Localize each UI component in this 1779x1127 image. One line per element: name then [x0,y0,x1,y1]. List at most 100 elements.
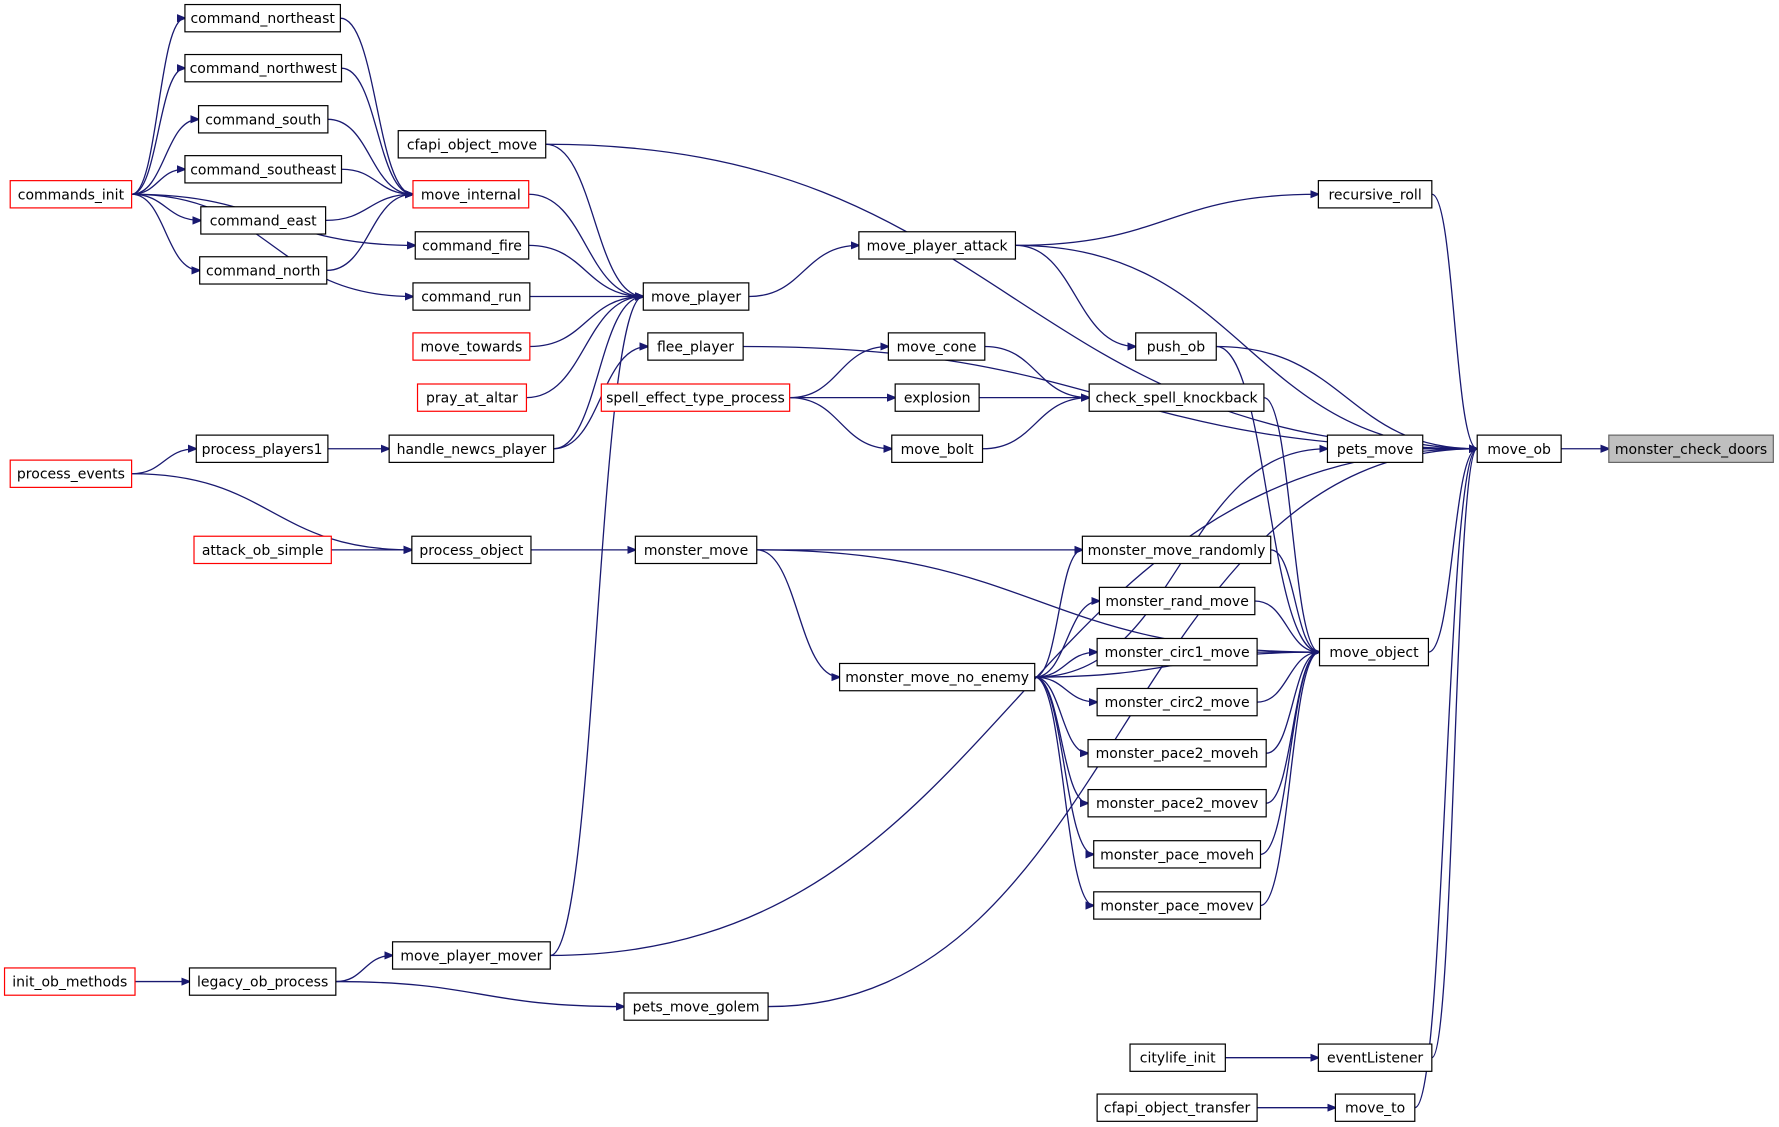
node-init_ob_methods[interactable]: init_ob_methods [3,967,136,996]
node-command_northwest[interactable]: command_northwest [184,53,343,83]
edge-check_spell_knockback-to-move_object [1263,396,1320,652]
node-command_fire[interactable]: command_fire [414,231,530,260]
node-box-command_east [200,206,327,235]
node-box-explosion [894,383,980,412]
node-monster_move_no_enemy[interactable]: monster_move_no_enemy [838,662,1036,692]
node-move_towards[interactable]: move_towards [412,332,531,361]
node-box-command_southeast [184,155,343,184]
node-spell_effect_type_process[interactable]: spell_effect_type_process [600,383,791,412]
node-label-flee_player: flee_player [657,340,734,356]
edge-move_player-to-move_player_attack [748,245,859,298]
node-recursive_roll[interactable]: recursive_roll [1317,180,1433,209]
node-box-monster_circ1_move [1096,637,1258,667]
node-citylife_init[interactable]: citylife_init [1129,1043,1226,1072]
edge-commands_init-to-command_run [131,193,413,296]
node-box-legacy_ob_process [188,967,337,996]
node-monster_circ2_move[interactable]: monster_circ2_move [1096,687,1258,717]
node-label-process_players1: process_players1 [202,442,323,458]
node-box-monster_rand_move [1098,586,1256,616]
node-command_south[interactable]: command_south [197,105,329,134]
node-eventListener[interactable]: eventListener [1317,1043,1433,1072]
node-move_internal[interactable]: move_internal [412,180,530,209]
node-label-command_fire: command_fire [422,238,522,254]
node-box-monster_pace_moveh [1093,840,1262,869]
node-box-move_player [642,282,750,311]
node-pets_move[interactable]: pets_move [1326,434,1424,463]
node-box-check_spell_knockback [1088,383,1265,412]
node-flee_player[interactable]: flee_player [647,332,744,361]
edge-move_internal-to-move_player [528,193,644,296]
node-box-pets_move_golem [623,992,769,1021]
edge-move_bolt-to-check_spell_knockback [982,398,1090,450]
node-push_ob[interactable]: push_ob [1135,332,1217,361]
edge-handle_newcs_player-to-move_player [553,297,644,450]
node-monster_check_doors[interactable]: monster_check_doors [1608,434,1774,463]
node-handle_newcs_player[interactable]: handle_newcs_player [388,434,555,463]
node-monster_move[interactable]: monster_move [634,535,758,565]
node-cfapi_object_transfer[interactable]: cfapi_object_transfer [1096,1093,1258,1122]
node-box-eventListener [1317,1043,1433,1072]
node-process_events[interactable]: process_events [9,459,133,488]
node-label-move_bolt: move_bolt [901,442,974,458]
node-move_cone[interactable]: move_cone [887,332,986,361]
edge-monster_rand_move-to-move_object [1254,600,1320,652]
node-box-push_ob [1135,332,1217,361]
node-monster_move_randomly[interactable]: monster_move_randomly [1081,535,1272,565]
node-command_southeast[interactable]: command_southeast [184,155,343,184]
node-box-spell_effect_type_process [600,383,791,412]
edge-command_northeast-to-move_internal [340,17,413,194]
node-attack_ob_simple[interactable]: attack_ob_simple [193,535,332,565]
edge-command_fire-to-move_player [528,244,644,296]
node-box-process_object [411,535,532,565]
node-cfapi_object_move[interactable]: cfapi_object_move [397,130,547,159]
node-move_player_mover[interactable]: move_player_mover [391,941,551,970]
node-box-move_towards [412,332,531,361]
node-pets_move_golem[interactable]: pets_move_golem [623,992,769,1021]
node-box-flee_player [647,332,744,361]
node-box-monster_move_randomly [1081,535,1272,565]
node-box-attack_ob_simple [193,535,332,565]
edge-cfapi_object_move-to-move_player [545,143,644,296]
edge-command_east-to-move_internal [325,194,413,222]
node-monster_pace_moveh[interactable]: monster_pace_moveh [1093,840,1262,869]
node-pray_at_altar[interactable]: pray_at_altar [416,383,528,412]
node-process_object[interactable]: process_object [411,535,532,565]
node-box-recursive_roll [1317,180,1433,209]
node-label-monster_pace2_movev: monster_pace2_movev [1096,796,1258,812]
edge-commands_init-to-command_southeast [131,169,185,195]
edge-legacy_ob_process-to-pets_move_golem [335,980,624,1007]
node-legacy_ob_process[interactable]: legacy_ob_process [188,967,337,996]
node-command_east[interactable]: command_east [200,206,327,235]
edge-monster_move_no_enemy-to-monster_pace2_moveh [1034,676,1088,753]
node-label-command_run: command_run [421,290,521,306]
node-explosion[interactable]: explosion [894,383,980,412]
node-label-move_player_attack: move_player_attack [867,238,1009,254]
node-label-handle_newcs_player: handle_newcs_player [397,442,547,458]
node-command_northeast[interactable]: command_northeast [184,3,341,33]
node-move_ob[interactable]: move_ob [1476,434,1562,463]
node-box-monster_check_doors [1608,434,1774,463]
node-commands_init[interactable]: commands_init [9,180,133,209]
node-move_object[interactable]: move_object [1318,637,1430,667]
node-monster_pace2_movev[interactable]: monster_pace2_movev [1087,788,1267,818]
node-label-move_cone: move_cone [897,340,977,356]
node-move_player[interactable]: move_player [642,282,750,311]
node-move_to[interactable]: move_to [1334,1093,1416,1122]
node-process_players1[interactable]: process_players1 [195,434,329,463]
node-label-init_ob_methods: init_ob_methods [12,975,127,991]
node-monster_pace_movev[interactable]: monster_pace_movev [1093,891,1262,920]
node-monster_pace2_moveh[interactable]: monster_pace2_moveh [1087,738,1267,768]
edge-monster_move_no_enemy-to-monster_pace_movev [1034,676,1094,905]
node-command_run[interactable]: command_run [412,282,531,311]
node-command_north[interactable]: command_north [199,256,328,285]
node-label-command_east: command_east [210,213,317,229]
node-move_player_attack[interactable]: move_player_attack [858,231,1017,260]
node-check_spell_knockback[interactable]: check_spell_knockback [1088,383,1265,412]
node-label-command_northwest: command_northwest [190,61,338,77]
edge-monster_circ2_move-to-move_object [1257,652,1319,703]
edge-move_player_mover-to-move_ob [550,449,1477,957]
node-monster_rand_move[interactable]: monster_rand_move [1098,586,1256,616]
node-move_bolt[interactable]: move_bolt [891,434,984,463]
node-monster_circ1_move[interactable]: monster_circ1_move [1096,637,1258,667]
node-box-command_run [412,282,531,311]
